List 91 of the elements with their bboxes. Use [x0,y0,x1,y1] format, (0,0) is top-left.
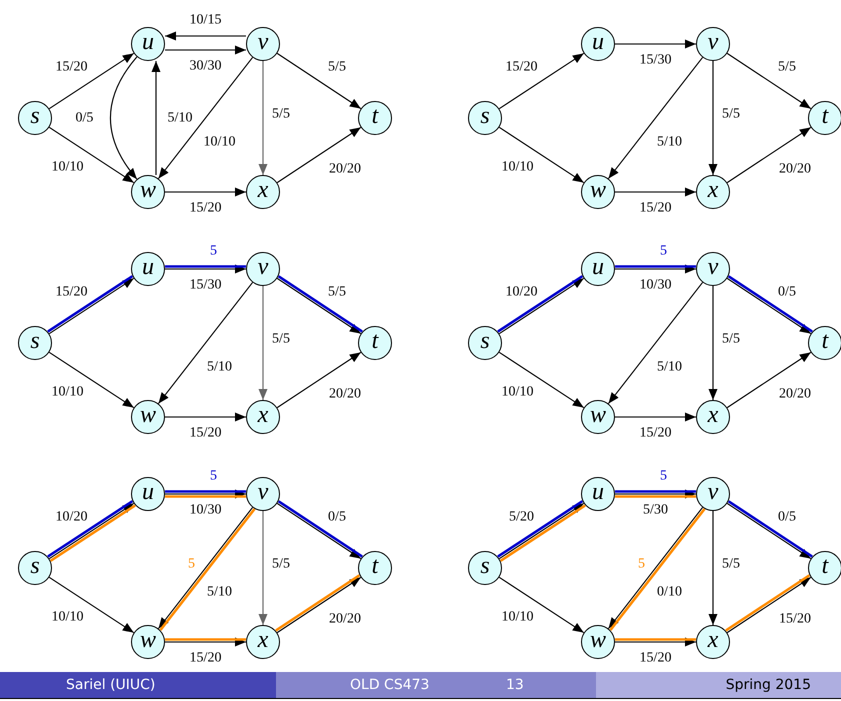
arrow [165,264,246,274]
arrow [726,126,812,184]
node-circle: v [696,27,730,61]
arrow [708,286,718,400]
node-circle: x [696,175,730,209]
arrow [165,32,246,40]
arrow [726,352,812,408]
node-circle: s [468,326,502,360]
path-highlight [165,638,246,641]
edge-label: 5 [209,468,218,483]
arrow [615,188,696,196]
node-circle: u [581,477,615,511]
arrow [152,61,160,175]
node-circle: s [18,326,52,360]
node-circle: x [696,400,730,434]
path-highlight [615,490,696,493]
node-circle: x [246,400,280,434]
arrow [498,126,584,184]
edge-label: 5 [659,243,668,258]
arrow [258,61,268,175]
node-circle: v [696,252,730,286]
node-circle: t [808,326,841,360]
footer-bar: Spring 2015 [596,672,841,698]
arrow [165,188,246,196]
arrow [165,490,246,498]
path-highlight [165,265,246,268]
node-circle: t [358,551,392,585]
node-circle: u [131,252,165,286]
node-circle: w [131,175,165,209]
path-highlight [615,638,696,641]
node-circle: w [581,400,615,434]
node-circle: v [246,252,280,286]
node-circle: x [696,625,730,659]
node-circle: u [581,27,615,61]
node-circle: x [246,625,280,659]
arrow [615,490,696,498]
arrow [258,286,268,400]
arrow [615,638,696,646]
node-circle: t [808,551,841,585]
arrow [110,56,138,180]
arrow [726,52,812,110]
arrow [158,57,253,179]
node-circle: w [581,625,615,659]
arrow [165,412,246,422]
arrow [48,576,134,634]
node-circle: s [18,551,52,585]
node-circle: s [468,551,502,585]
node-circle: v [246,477,280,511]
footer-bar: 13 [436,672,596,698]
arrow [48,52,134,110]
arrow [708,511,718,625]
node-circle: w [131,625,165,659]
path-highlight [165,495,246,498]
arrow [158,282,253,404]
arrow [608,57,703,179]
arrow [615,40,696,48]
node-circle: v [246,27,280,61]
node-circle: u [131,477,165,511]
arrow [615,412,696,422]
path-highlight [615,265,696,268]
arrow [608,282,703,404]
arrow [165,46,246,54]
path-highlight [165,490,246,493]
arrow [498,352,584,408]
arrow [276,52,362,110]
edge-label: 5 [659,468,668,483]
arrow [498,52,584,110]
node-circle: u [581,252,615,286]
node-circle: w [581,175,615,209]
node-circle: t [808,101,841,135]
arrow [276,352,362,408]
node-circle: t [358,101,392,135]
arrow [276,126,362,184]
arrow [708,61,718,175]
footer-bar: OLD CS473 [276,672,436,698]
node-circle: v [696,477,730,511]
arrow [498,576,584,634]
arrow [615,264,696,274]
path-highlight [615,495,696,498]
node-circle: x [246,175,280,209]
footer-bar: Sariel (UIUC) [0,672,276,698]
arrow [258,511,268,625]
arrow [48,352,134,408]
node-circle: s [18,101,52,135]
arrow [165,638,246,646]
node-circle: w [131,400,165,434]
node-circle: t [358,326,392,360]
node-circle: s [468,101,502,135]
node-circle: u [131,27,165,61]
arrow [48,126,134,184]
edge-label: 5 [209,243,218,258]
